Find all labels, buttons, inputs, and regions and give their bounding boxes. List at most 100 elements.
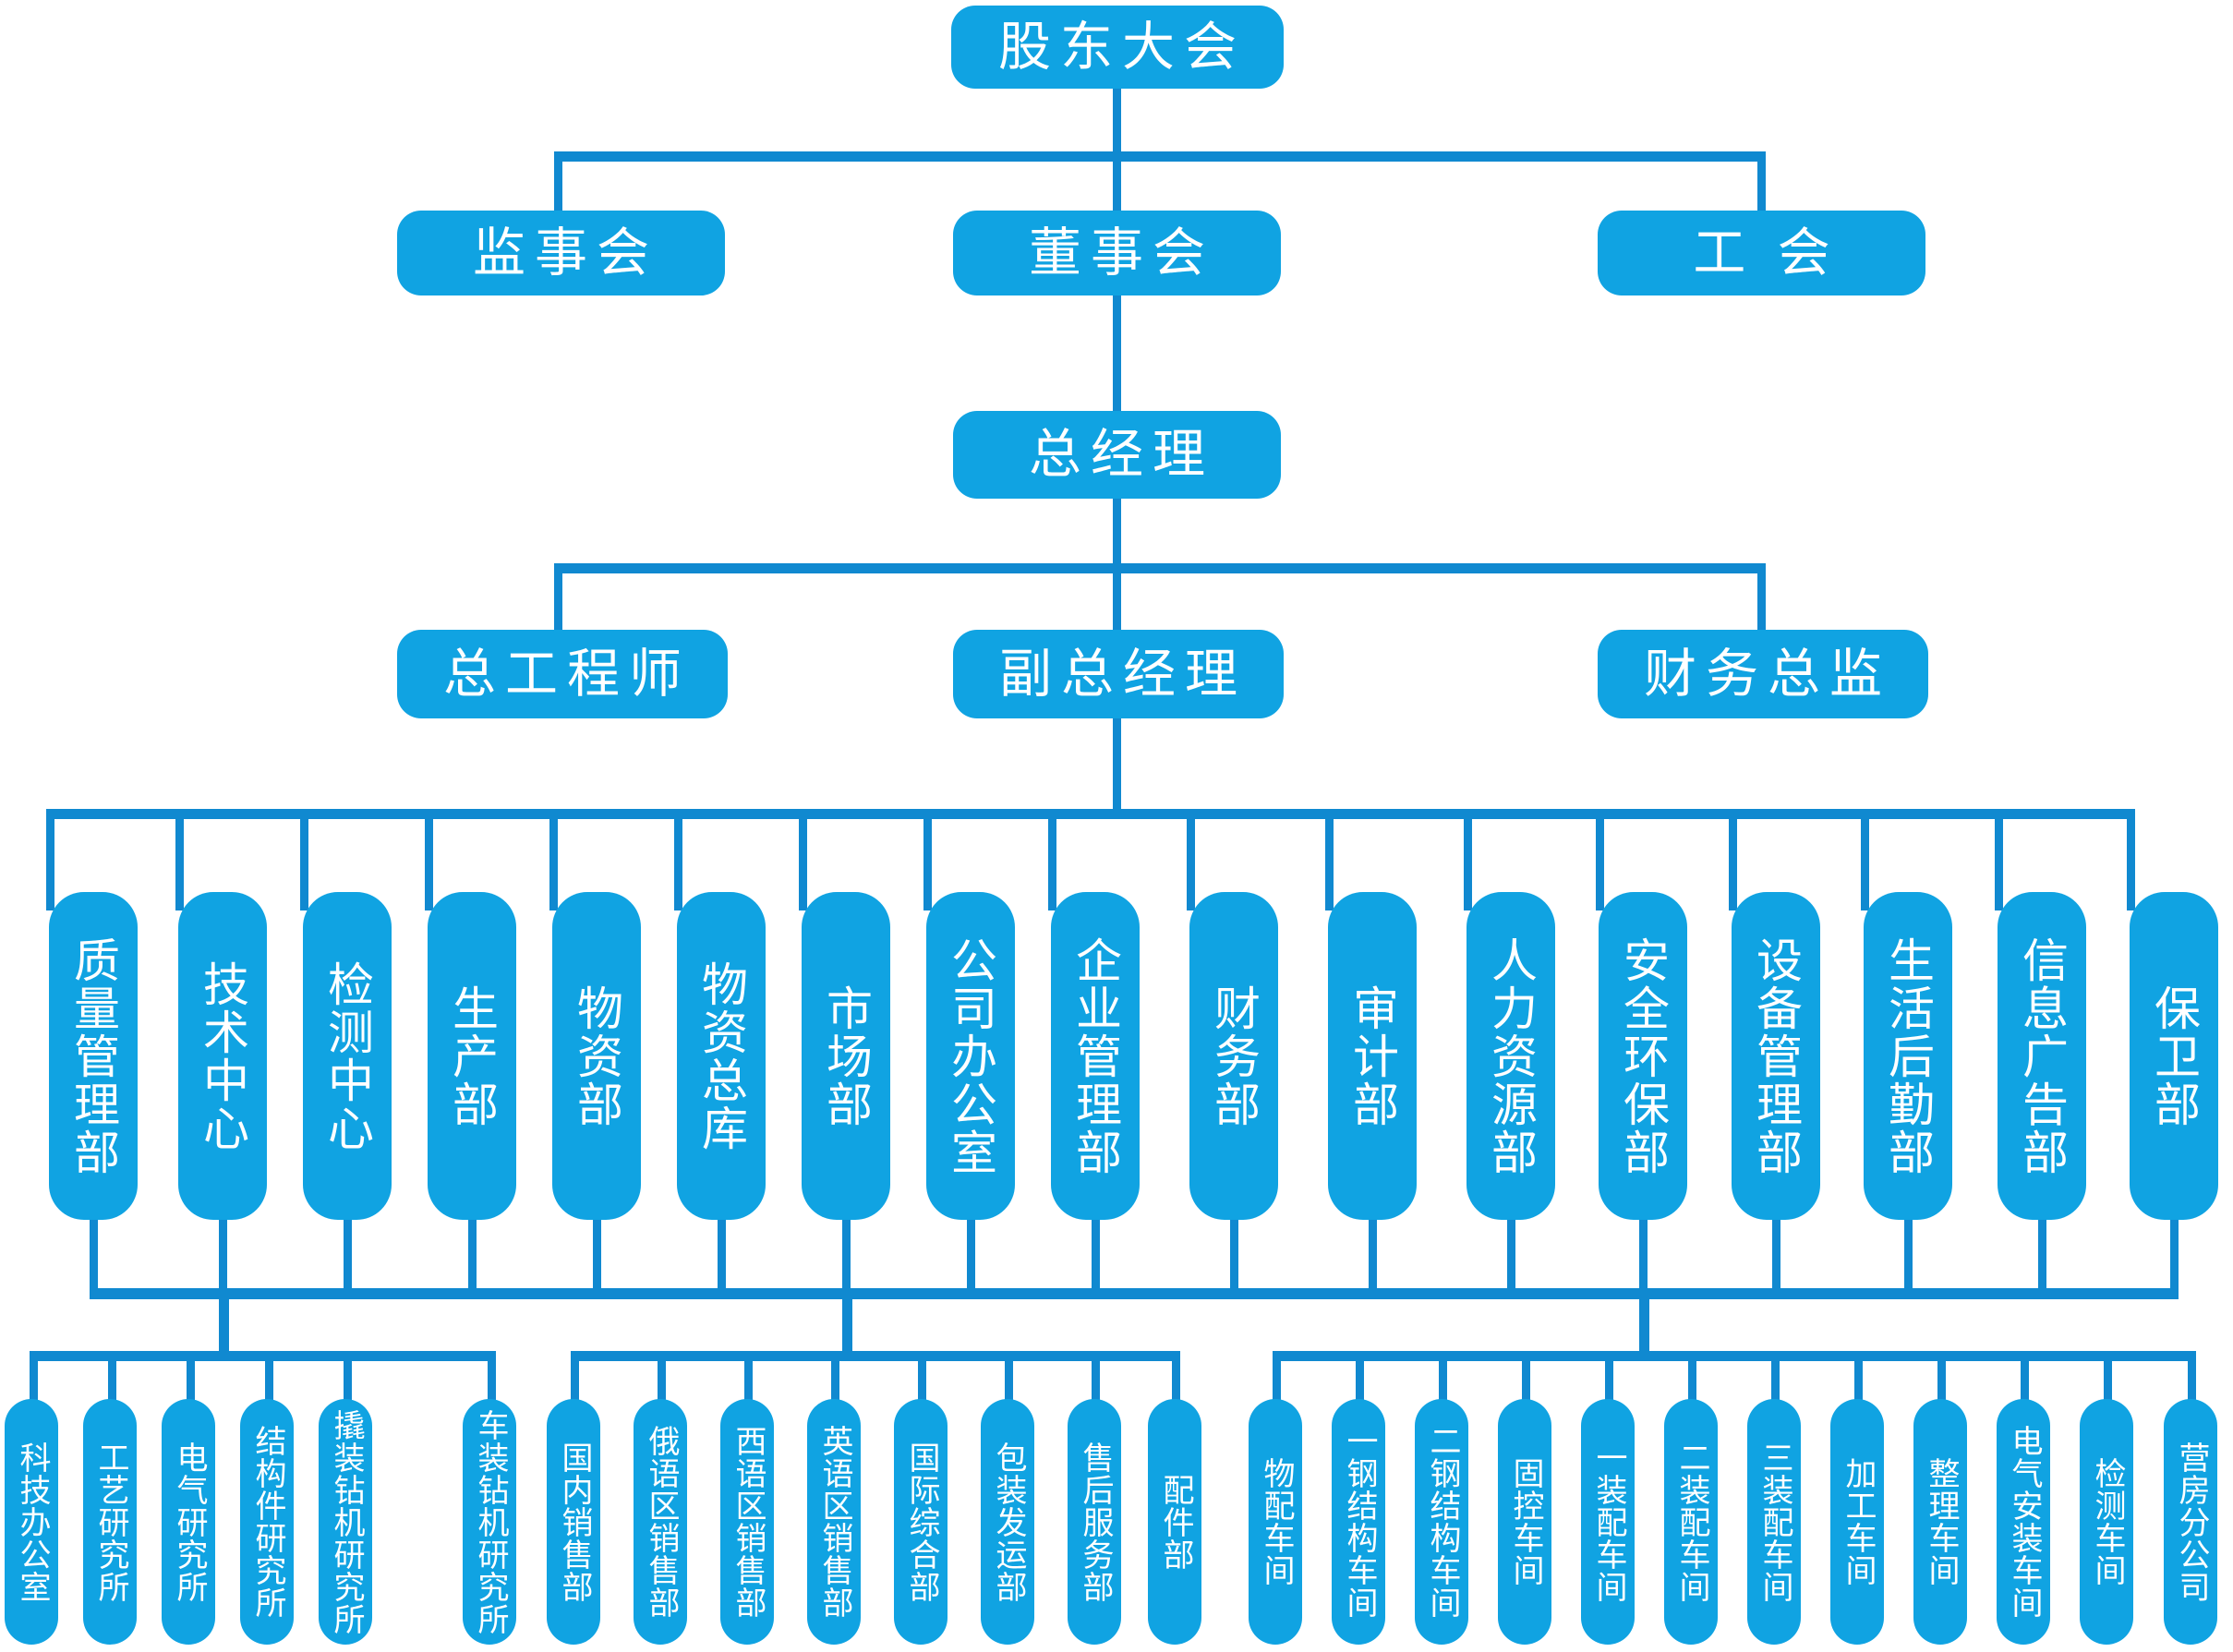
node-unit-spare-parts[interactable]: 配件部: [1148, 1399, 1201, 1645]
node-unit-finishing-workshop[interactable]: 整理车间: [1913, 1399, 1967, 1645]
node-unit-assembly-workshop-3[interactable]: 三装配车间: [1747, 1399, 1801, 1645]
node-labor-union[interactable]: 工 会: [1598, 211, 1925, 295]
node-unit-material-distribution-workshop[interactable]: 物配车间: [1249, 1399, 1302, 1645]
node-label: 设备管理部: [1750, 935, 1802, 1176]
connector-dept-bottom-3: [468, 1217, 477, 1295]
connector-dgm-down: [1113, 717, 1121, 813]
node-label: 电气研究所: [172, 1441, 206, 1603]
connector-dept-drop-5: [674, 809, 682, 910]
connector-drop-to-production-group: [1639, 1288, 1649, 1357]
node-unit-science-tech-office[interactable]: 科技办公室: [5, 1399, 58, 1645]
node-department-production[interactable]: 生产部: [428, 892, 516, 1220]
connector-dept-drop-15: [1995, 809, 2003, 910]
connector-dept-drop-10: [1325, 809, 1334, 910]
node-unit-spanish-sales[interactable]: 西语区销售部: [720, 1399, 774, 1645]
connector-dept-bottom-15: [2038, 1217, 2046, 1295]
connector-dept-bottom-8: [1092, 1217, 1100, 1295]
connector-prod-stub-11: [2188, 1351, 2196, 1406]
connector-dept-drop-12: [1596, 809, 1604, 910]
node-department-technology-center[interactable]: 技术中心: [178, 892, 267, 1220]
connector-dept-bottom-11: [1507, 1217, 1515, 1295]
node-department-audit[interactable]: 审计部: [1328, 892, 1417, 1220]
node-unit-russian-sales[interactable]: 俄语区销售部: [634, 1399, 687, 1645]
node-unit-packing-shipping[interactable]: 包装发运部: [981, 1399, 1034, 1645]
node-label: 工艺研究所: [93, 1441, 127, 1603]
connector-dept-bottom-13: [1772, 1217, 1780, 1295]
connector-l2-drop-right: [1757, 151, 1766, 212]
node-department-inspection-center[interactable]: 检测中心: [303, 892, 392, 1220]
connector-dept-drop-1: [175, 809, 184, 910]
node-department-materials[interactable]: 物资部: [552, 892, 641, 1220]
connector-dept-bottom-6: [842, 1217, 851, 1295]
node-department-enterprise-management[interactable]: 企业管理部: [1051, 892, 1140, 1220]
connector-dept-drop-11: [1464, 809, 1472, 910]
connector-l2-bus: [554, 151, 1766, 162]
node-label: 保卫部: [2148, 983, 2200, 1128]
node-label: 人力资源部: [1485, 935, 1537, 1176]
node-unit-machining-workshop[interactable]: 加工车间: [1830, 1399, 1884, 1645]
node-label: 安全环保部: [1617, 935, 1669, 1176]
connector-market-stub-0: [571, 1351, 579, 1406]
node-label: 一钢结构车间: [1342, 1425, 1376, 1619]
node-unit-assembly-workshop-2[interactable]: 二装配车间: [1664, 1399, 1718, 1645]
node-unit-steel-structure-workshop-1[interactable]: 一钢结构车间: [1332, 1399, 1385, 1645]
node-department-company-office[interactable]: 公司办公室: [926, 892, 1015, 1220]
node-unit-international-general[interactable]: 国际综合部: [894, 1399, 948, 1645]
connector-prod-stub-5: [1688, 1351, 1696, 1406]
node-label: 企业管理部: [1069, 935, 1121, 1176]
connector-prod-stub-10: [2104, 1351, 2112, 1406]
node-unit-steel-structure-workshop-2[interactable]: 二钢结构车间: [1415, 1399, 1468, 1645]
node-label: 股东大会: [998, 18, 1246, 77]
node-label: 配件部: [1158, 1473, 1192, 1571]
node-unit-solid-control-workshop[interactable]: 固控车间: [1498, 1399, 1551, 1645]
node-unit-assembly-workshop-1[interactable]: 一装配车间: [1581, 1399, 1635, 1645]
connector-prod-stub-0: [1273, 1351, 1281, 1406]
node-shareholders-meeting[interactable]: 股东大会: [951, 6, 1284, 89]
node-supervisory-board[interactable]: 监事会: [397, 211, 725, 295]
node-department-material-warehouse[interactable]: 物资总库: [677, 892, 766, 1220]
node-unit-electrical-installation-workshop[interactable]: 电气安装车间: [1997, 1399, 2050, 1645]
connector-tech-stub-5: [488, 1351, 496, 1406]
connector-drop-to-market-group: [842, 1288, 852, 1357]
node-general-manager[interactable]: 总经理: [953, 411, 1281, 499]
node-department-quality-management[interactable]: 质量管理部: [49, 892, 138, 1220]
node-department-equipment-management[interactable]: 设备管理部: [1732, 892, 1820, 1220]
connector-market-stub-1: [658, 1351, 666, 1406]
node-label: 工 会: [1693, 223, 1840, 283]
connector-dept-bottom-5: [718, 1217, 726, 1295]
node-department-life-logistics[interactable]: 生活后勤部: [1864, 892, 1952, 1220]
node-unit-inspection-workshop[interactable]: 检测车间: [2080, 1399, 2133, 1645]
node-department-market[interactable]: 市场部: [802, 892, 890, 1220]
node-unit-truck-rig-institute[interactable]: 车装钻机研究所: [463, 1399, 516, 1645]
connector-l4-drop-left: [554, 563, 562, 632]
node-label: 检测车间: [2090, 1457, 2124, 1586]
connector-tech-stub-0: [30, 1351, 38, 1406]
node-deputy-general-manager[interactable]: 副总经理: [953, 630, 1284, 718]
node-label: 技术中心: [197, 959, 248, 1152]
node-department-information-advertising[interactable]: 信息广告部: [1998, 892, 2086, 1220]
node-label: 市场部: [820, 983, 872, 1128]
node-unit-barracks-branch[interactable]: 营房分公司: [2164, 1399, 2217, 1645]
node-unit-domestic-sales[interactable]: 国内销售部: [547, 1399, 600, 1645]
node-unit-english-sales[interactable]: 英语区销售部: [807, 1399, 861, 1645]
node-unit-after-sales-service[interactable]: 售后服务部: [1068, 1399, 1121, 1645]
node-label: 物资部: [571, 983, 622, 1128]
node-label: 副总经理: [999, 645, 1247, 704]
connector-market-stub-2: [744, 1351, 753, 1406]
node-financial-director[interactable]: 财务总监: [1598, 630, 1928, 718]
node-department-security[interactable]: 保卫部: [2130, 892, 2218, 1220]
node-unit-process-institute[interactable]: 工艺研究所: [83, 1399, 137, 1645]
node-unit-electrical-institute[interactable]: 电气研究所: [162, 1399, 215, 1645]
node-unit-structure-institute[interactable]: 结构件研究所: [240, 1399, 294, 1645]
node-board-of-directors[interactable]: 董事会: [953, 211, 1281, 295]
connector-dept-drop-16: [2127, 809, 2135, 910]
node-chief-engineer[interactable]: 总工程师: [397, 630, 728, 718]
connector-tech-stub-4: [344, 1351, 352, 1406]
node-label: 总经理: [1029, 426, 1214, 484]
connector-dept-bottom-7: [967, 1217, 975, 1295]
node-department-safety-environment[interactable]: 安全环保部: [1599, 892, 1687, 1220]
node-unit-skid-rig-institute[interactable]: 撬装钻机研究所: [319, 1399, 372, 1645]
node-department-human-resources[interactable]: 人力资源部: [1467, 892, 1555, 1220]
node-department-finance[interactable]: 财务部: [1189, 892, 1278, 1220]
